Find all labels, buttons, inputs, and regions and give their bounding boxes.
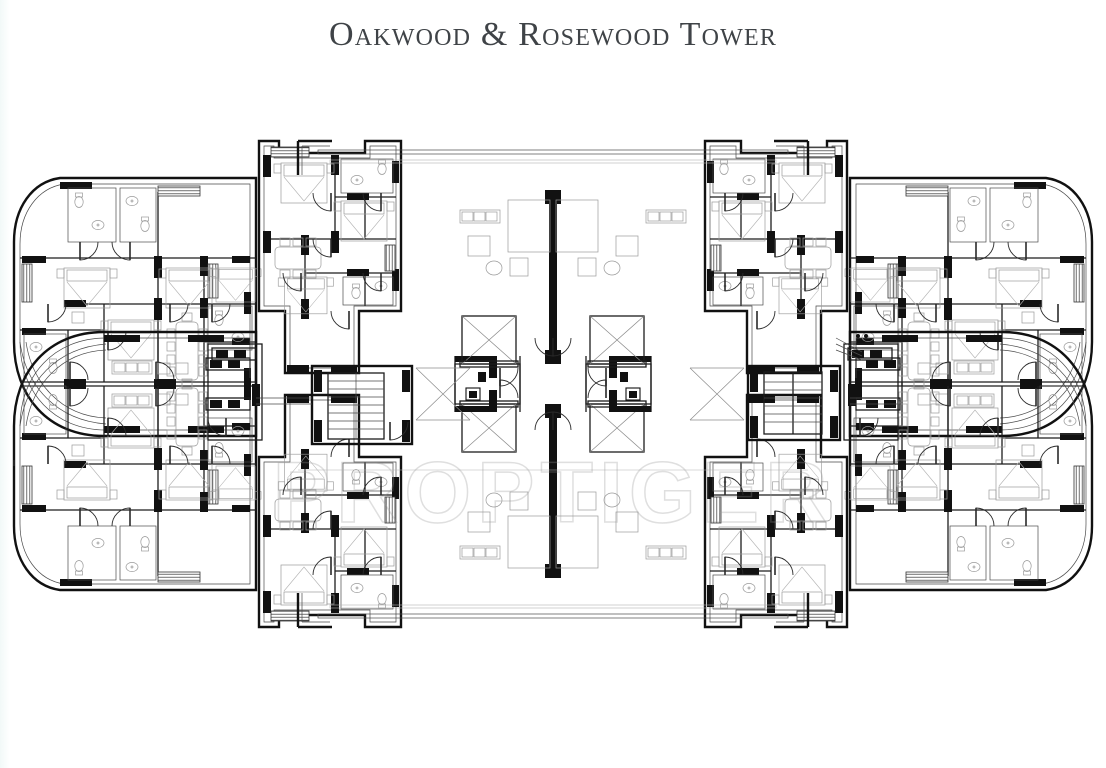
wing-top-right xyxy=(845,178,1092,436)
block-top-center-left-unit xyxy=(259,141,401,373)
wing-top-left xyxy=(14,178,261,436)
void-marker-left xyxy=(415,367,471,421)
block-bottom-center-left-unit xyxy=(259,395,401,627)
lift-shaft-bottom-right xyxy=(587,315,647,368)
page-title: Oakwood & Rosewood Tower xyxy=(328,16,778,53)
block-top-center-shell xyxy=(296,139,810,175)
core-right-annex xyxy=(835,334,899,441)
plan-reference-lines xyxy=(298,469,808,471)
top-center-living-spine xyxy=(459,190,687,364)
core-left xyxy=(312,366,412,444)
block-bottom-center-shell xyxy=(296,593,810,629)
wing-bottom-left xyxy=(14,332,261,590)
corridor-links xyxy=(13,397,898,466)
lift-shaft-bottom-left xyxy=(459,315,519,368)
void-marker-right xyxy=(689,367,745,421)
wing-bottom-right xyxy=(845,332,1092,590)
core-left-annex xyxy=(207,343,263,441)
block-bottom-center-right-unit xyxy=(705,395,847,627)
block-top-center-right-unit xyxy=(705,141,847,373)
bottom-center-living-spine xyxy=(459,404,687,578)
